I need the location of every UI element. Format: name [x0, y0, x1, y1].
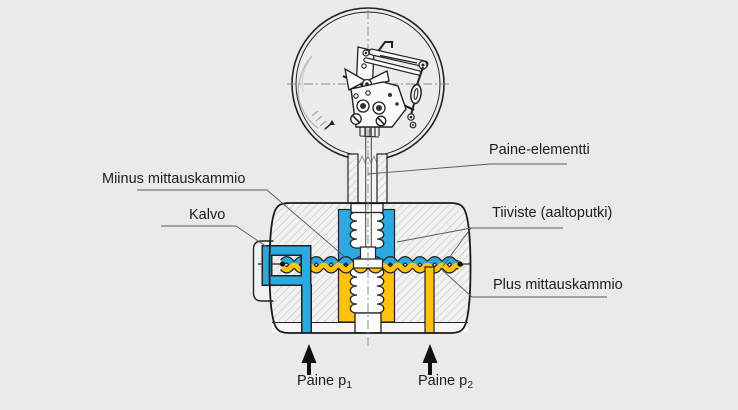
gauge-movement [342, 40, 429, 138]
label-diaphragm: Kalvo [189, 207, 226, 223]
dial-sector [297, 55, 319, 129]
body-outline [268, 202, 472, 334]
push-rod [365, 128, 372, 250]
minus-pressure-channel [261, 245, 312, 333]
pointer-icon [324, 120, 335, 130]
label-pressure-element: Paine-elementti [489, 142, 590, 158]
plus-pressure-channel [424, 266, 435, 334]
label-seal: Tiiviste (aaltoputki) [492, 205, 613, 221]
gauge-head [287, 7, 451, 161]
gauge-stem [347, 150, 388, 206]
bellows-seal [349, 202, 385, 334]
label-minus-chamber: Miinus mittauskammio [102, 171, 246, 187]
pressure2-arrow-icon [422, 344, 438, 375]
label-plus-chamber: Plus mittauskammio [493, 277, 623, 293]
label-pressure-1: Paine p1 [297, 373, 353, 391]
leader-lines [137, 163, 607, 298]
label-pressure-2: Paine p2 [418, 373, 474, 391]
pressure1-arrow-icon [301, 344, 317, 375]
